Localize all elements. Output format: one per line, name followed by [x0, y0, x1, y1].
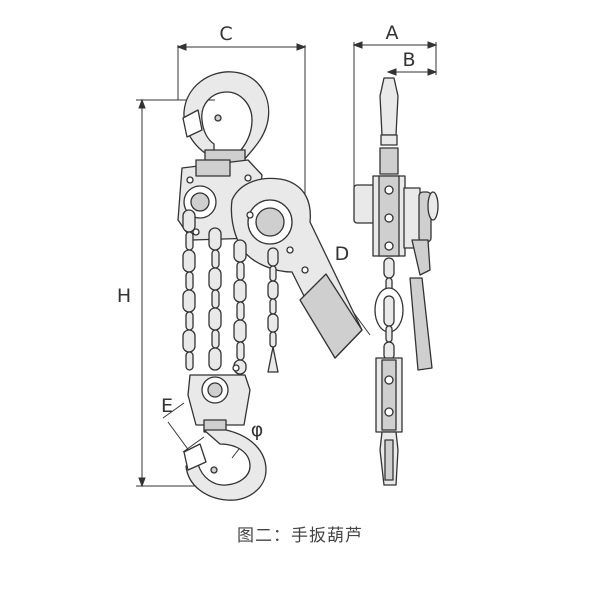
side-chain: [374, 257, 404, 361]
side-body: [353, 175, 439, 257]
bottom-hook: [183, 429, 267, 501]
load-chains: [182, 209, 279, 375]
dimension-label-b: B: [402, 49, 415, 71]
dimension-label-group: C A B H D E φ: [117, 22, 416, 441]
dimension-label-h: H: [117, 285, 131, 307]
bottom-block: [187, 364, 251, 433]
dimension-label-e: E: [161, 395, 173, 417]
side-top-hook: [379, 77, 399, 175]
side-lever: [409, 239, 433, 371]
dimension-label-d: D: [335, 243, 350, 265]
side-bottom-hook: [379, 431, 399, 486]
figure-caption: 图二：手扳葫芦: [237, 526, 363, 546]
top-hook: [182, 71, 270, 166]
dimension-label-a: A: [386, 22, 399, 44]
lever-handle: [230, 177, 363, 359]
dimension-label-phi: φ: [251, 419, 264, 441]
dimension-label-c: C: [219, 23, 232, 45]
side-bottom-block: [375, 357, 403, 433]
hoist-front-view: [177, 71, 363, 501]
hoist-side-view: [353, 77, 439, 486]
